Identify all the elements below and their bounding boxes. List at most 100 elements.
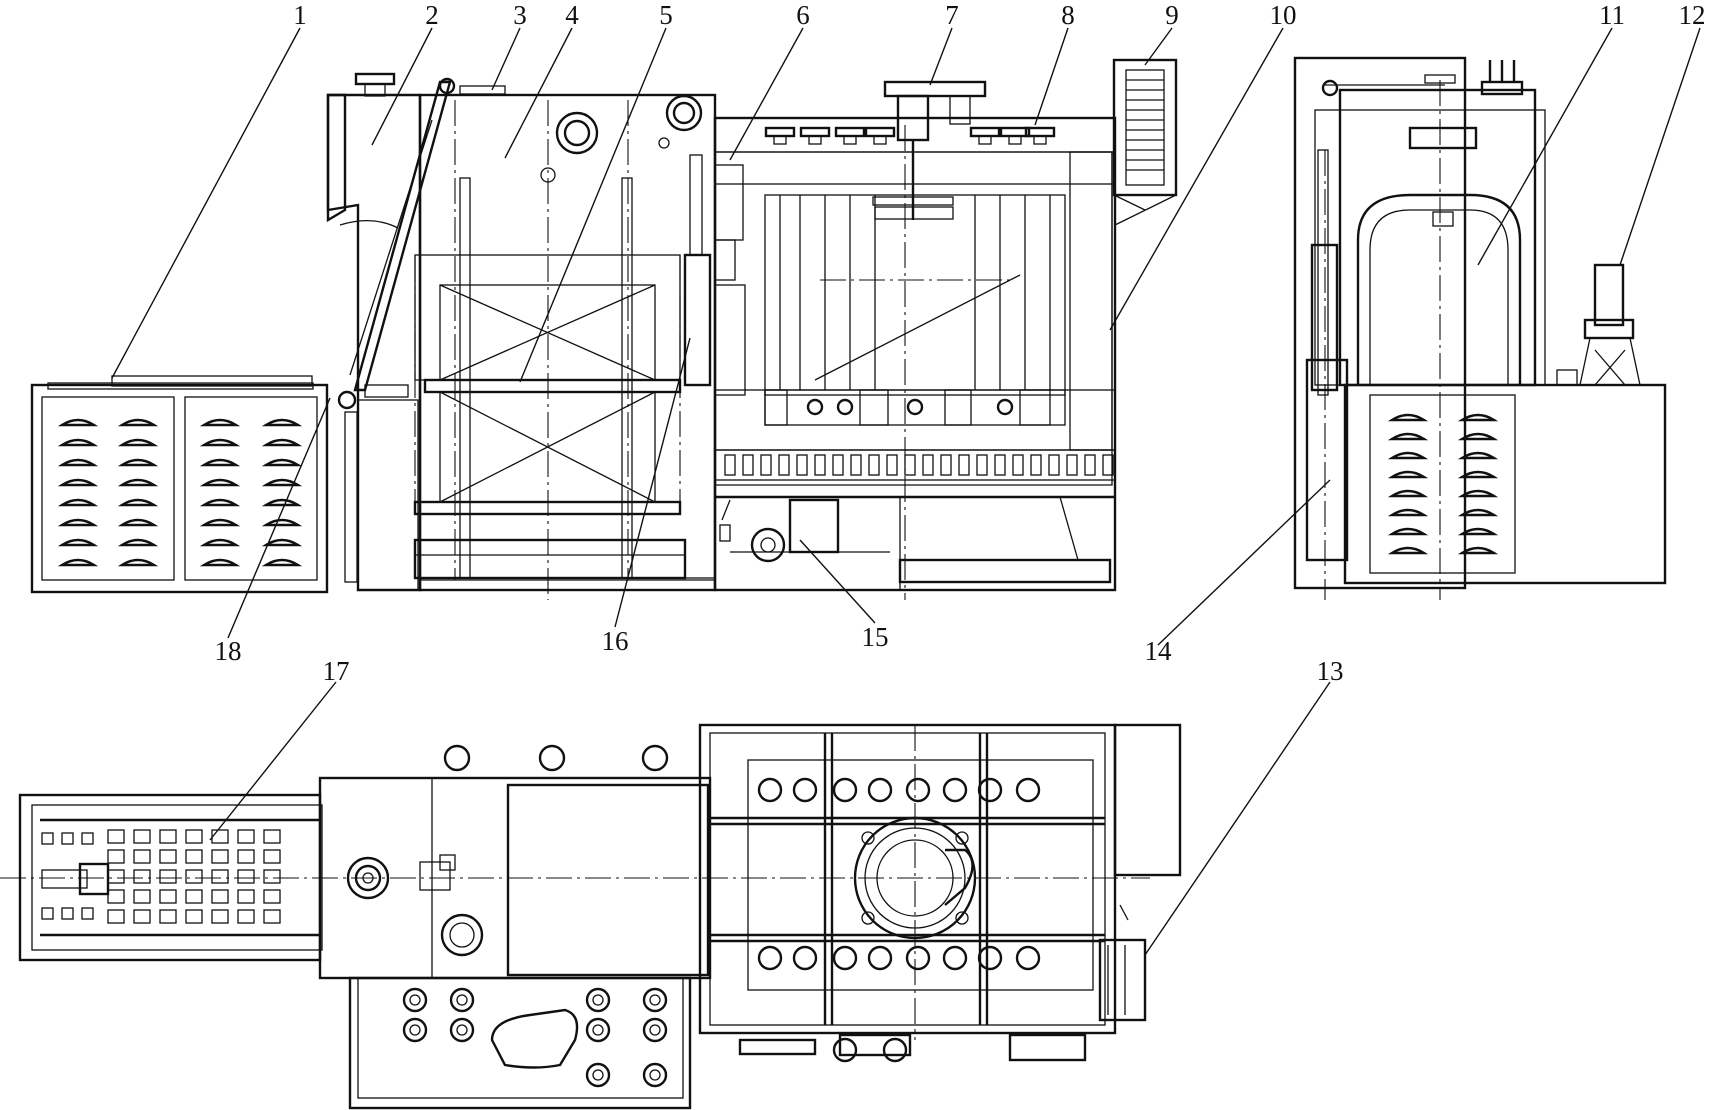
louver-slot: [1387, 470, 1429, 479]
hearth-roller: [806, 398, 824, 416]
flange: [834, 126, 866, 138]
bolt-circle: [402, 1017, 428, 1043]
electrode-hole: [942, 945, 968, 971]
flange-neck: [978, 135, 992, 145]
grid-cell: [159, 909, 177, 924]
grid-cell: [263, 829, 281, 844]
bolt-circle: [585, 1017, 611, 1043]
electrode-hole: [867, 777, 893, 803]
callout-11: 11: [1599, 0, 1625, 30]
top-valve: [538, 744, 566, 772]
electrode-holes: [757, 777, 1041, 971]
grate-bar: [868, 454, 880, 476]
callout-17: 17: [323, 656, 350, 686]
bolt-circle: [832, 1037, 858, 1063]
grid-cell: [133, 849, 151, 864]
grid-cell: [211, 889, 229, 904]
callout-15: 15: [862, 622, 889, 652]
top-valve: [443, 744, 471, 772]
front-elevation: [30, 58, 1178, 600]
louver-slot: [57, 438, 99, 447]
grate-bar: [724, 454, 736, 476]
louver-slot: [261, 458, 303, 467]
louver-slot: [1457, 413, 1499, 422]
callout-7: 7: [945, 0, 959, 30]
electrode-hole: [792, 777, 818, 803]
bolt-circle: [642, 1062, 668, 1088]
bolt-center: [409, 1024, 421, 1036]
louver-slot: [1457, 489, 1499, 498]
grid-cell: [237, 869, 255, 884]
callout-4: 4: [565, 0, 579, 30]
roller-grid: [41, 829, 281, 924]
bolt-center: [592, 1024, 604, 1036]
louver-slot: [261, 418, 303, 427]
grid-cell: [159, 849, 177, 864]
louver-slot: [117, 518, 159, 527]
grid-cell: [61, 832, 74, 845]
callout-14: 14: [1145, 636, 1173, 666]
louver-slot: [1387, 508, 1429, 517]
louver-slot: [117, 418, 159, 427]
louver-slot: [57, 558, 99, 567]
callout-leaders: [111, 27, 1701, 956]
flange-neck: [773, 135, 787, 145]
bolt-circle: [449, 1017, 475, 1043]
grate-bar: [958, 454, 970, 476]
louver-slot: [57, 518, 99, 527]
bolt-center: [409, 994, 421, 1006]
fan-bolt: [861, 831, 875, 845]
grate-bar: [832, 454, 844, 476]
grate-bar: [1084, 454, 1096, 476]
electrode-hole: [832, 777, 858, 803]
hearth-roller: [996, 398, 1014, 416]
louver-slot: [261, 518, 303, 527]
grid-cell: [263, 889, 281, 904]
louver-slot: [261, 498, 303, 507]
louver-slot: [1387, 432, 1429, 441]
callout-13: 13: [1317, 656, 1344, 686]
heating-furnace: [683, 58, 1178, 600]
flange: [969, 126, 1001, 138]
bolt-circle: [449, 987, 475, 1013]
callout-6: 6: [796, 0, 810, 30]
louver-slot: [1387, 546, 1429, 555]
callout-5: 5: [659, 0, 673, 30]
callout-10: 10: [1270, 0, 1297, 30]
louver-slot: [1387, 527, 1429, 536]
louver-slot: [261, 558, 303, 567]
hearth-block: [859, 389, 889, 426]
louver-slot: [261, 478, 303, 487]
grid-cell: [107, 909, 125, 924]
fan-bolt: [861, 911, 875, 925]
flange: [764, 126, 796, 138]
louver-slot: [1457, 451, 1499, 460]
bolt-pattern: [402, 744, 908, 1088]
grid-cell: [159, 869, 177, 884]
grid-cell: [185, 829, 203, 844]
grid-cell: [185, 889, 203, 904]
louver-slot: [57, 538, 99, 547]
callout-2: 2: [425, 0, 439, 30]
louver-slot: [117, 538, 159, 547]
side-elevation: [1293, 56, 1667, 600]
flange-neck: [1008, 135, 1022, 145]
louver-slot: [1457, 546, 1499, 555]
grid-cell: [263, 849, 281, 864]
electrode-hole: [942, 777, 968, 803]
hearth-block: [1019, 389, 1051, 426]
louver-slot: [261, 538, 303, 547]
louver-slot: [57, 478, 99, 487]
bolt-circle: [585, 987, 611, 1013]
electrode-hole: [905, 945, 931, 971]
louver-slot: [199, 518, 241, 527]
louver-slot: [1457, 470, 1499, 479]
hearth-block: [944, 389, 972, 426]
grid-cell: [133, 889, 151, 904]
grid-cell: [107, 889, 125, 904]
callout-8: 8: [1061, 0, 1075, 30]
louver-slot: [57, 418, 99, 427]
fan-bolt: [955, 831, 969, 845]
bolt-center: [649, 994, 661, 1006]
hearth-roller: [836, 398, 854, 416]
